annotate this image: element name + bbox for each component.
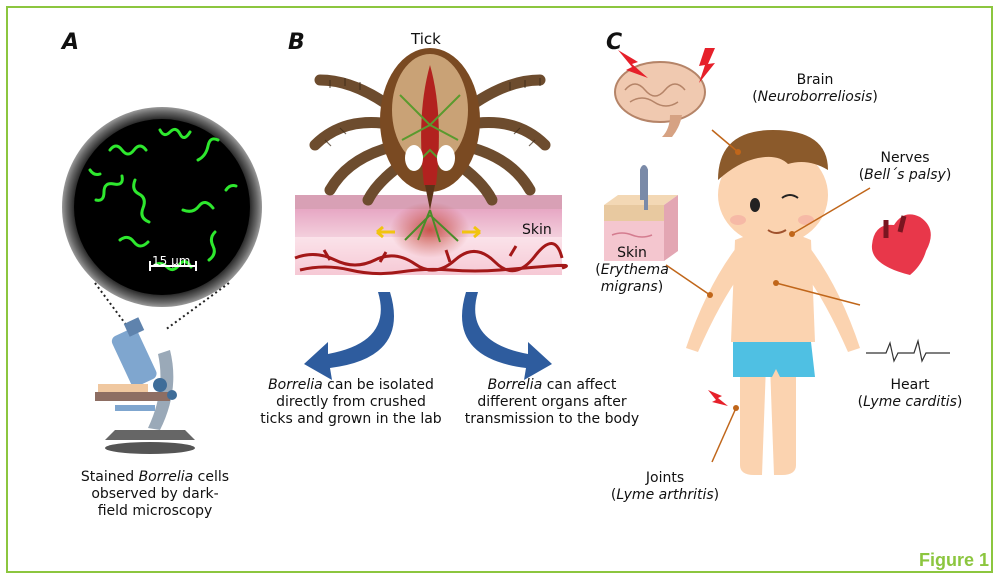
scale-bar-label: 15 µm [152, 253, 190, 270]
boy-figure-icon [686, 130, 860, 475]
microscopy-lens-view [62, 107, 262, 307]
panel-label-b: B [288, 30, 305, 55]
transmission-text: Borrelia can affect different organs aft… [452, 377, 652, 428]
tick-icon [315, 48, 545, 210]
nerves-label: Nerves(Bell´s palsy) [840, 150, 970, 184]
heart-label: Heart(Lyme carditis) [850, 377, 970, 411]
microscope-icon [95, 317, 195, 454]
arrow-right-curved [462, 292, 552, 380]
microscopy-caption: Stained Borrelia cells observed by dark-… [55, 469, 255, 520]
isolation-text: Borrelia can be isolated directly from c… [236, 377, 466, 428]
skin-label-b: Skin [522, 222, 552, 239]
tick-label: Tick [411, 31, 441, 48]
heart-icon [866, 214, 950, 361]
panel-label-a: A [62, 30, 79, 55]
joints-label: Joints(Lyme arthritis) [600, 470, 730, 504]
brain-icon [615, 62, 705, 137]
panel-label-c: C [606, 30, 622, 55]
arrow-left-curved [304, 292, 394, 380]
figure-number: Figure 1 [919, 550, 989, 571]
brain-label: Brain(Neuroborreliosis) [740, 72, 890, 106]
